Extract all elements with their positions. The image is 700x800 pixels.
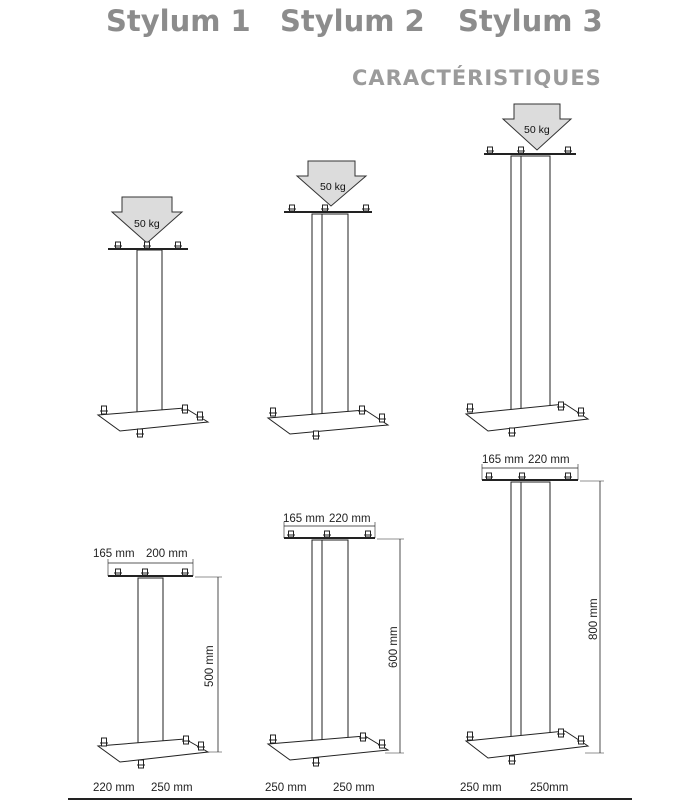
stand1-top-right-dim: 200 mm bbox=[146, 548, 188, 560]
stand3-base-right-dim: 250mm bbox=[530, 782, 568, 794]
title-stylum-2: Stylum 2 bbox=[280, 4, 425, 38]
stand2-base-right-dim: 250 mm bbox=[333, 782, 375, 794]
stand2-loaded: 50 kg bbox=[266, 160, 390, 440]
stand3-loaded: 50 kg bbox=[464, 103, 590, 437]
stand2-base-left-dim: 250 mm bbox=[265, 782, 307, 794]
stand2-top-left-dim: 165 mm bbox=[283, 513, 325, 525]
load-arrow-2: 50 kg bbox=[295, 160, 368, 207]
stand1-loaded: 50 kg bbox=[96, 196, 210, 438]
load-arrow-1: 50 kg bbox=[110, 196, 184, 244]
stand2-dimensions: 165 mm 220 mm 600 mm 250 mm 250 mm bbox=[265, 513, 404, 794]
stand3-base-left-dim: 250 mm bbox=[460, 782, 502, 794]
stand1-base-right-dim: 250 mm bbox=[151, 782, 193, 794]
stand2-height-dim: 600 mm bbox=[388, 626, 400, 668]
stand2-top-right-dim: 220 mm bbox=[329, 513, 371, 525]
stand1-dimensions: 165 mm 200 mm 500 mm 220 mm 250 mm bbox=[93, 548, 222, 794]
load-label-2: 50 kg bbox=[320, 181, 346, 193]
stand1-height-dim: 500 mm bbox=[204, 645, 216, 687]
load-label-1: 50 kg bbox=[134, 218, 160, 230]
stand3-top-right-dim: 220 mm bbox=[528, 454, 570, 466]
title-stylum-1: Stylum 1 bbox=[106, 4, 251, 38]
subtitle-caracteristiques: CARACTÉRISTIQUES bbox=[352, 66, 602, 90]
stand3-top-left-dim: 165 mm bbox=[482, 454, 524, 466]
stand3-height-dim: 800 mm bbox=[588, 598, 600, 640]
load-arrow-3: 50 kg bbox=[501, 103, 573, 151]
stand1-top-left-dim: 165 mm bbox=[93, 548, 135, 560]
title-stylum-3: Stylum 3 bbox=[458, 4, 603, 38]
stand3-dimensions: 165 mm 220 mm 800 mm 250 mm 250mm bbox=[460, 454, 604, 794]
load-label-3: 50 kg bbox=[524, 124, 550, 136]
stand1-base-left-dim: 220 mm bbox=[93, 782, 135, 794]
